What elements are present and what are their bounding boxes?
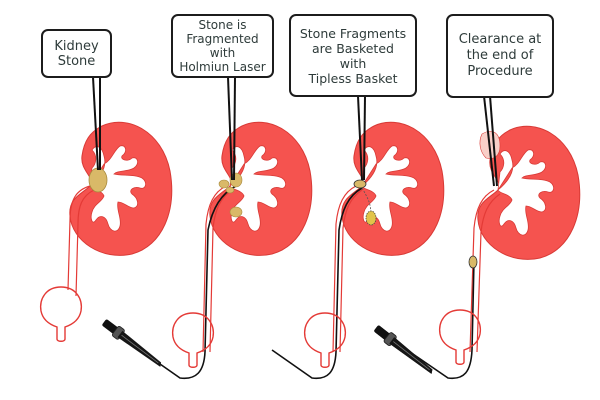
callout-clearance: Clearance at the end of Procedure: [446, 14, 554, 98]
stone-fragment: [229, 206, 243, 218]
extracted-stone: [468, 255, 478, 269]
basketed-fragment: [353, 179, 367, 189]
ureter: [67, 185, 95, 297]
bladder: [171, 312, 215, 368]
callout-text: Stone is Fragmented with Holmiun Laser: [179, 18, 266, 74]
ureteroscope: [371, 322, 437, 378]
callout-text: Stone Fragments are Basketed with Tiples…: [299, 25, 407, 86]
scope-cable: [139, 185, 237, 380]
kidney: [69, 121, 173, 256]
stage-3-illustration: [271, 95, 445, 380]
callout-text: Kidney Stone: [54, 38, 99, 69]
callout-pointer: [233, 76, 236, 181]
ureter: [332, 185, 363, 353]
callout-pointer: [483, 95, 495, 187]
basket: [365, 210, 377, 226]
callout-kidney-stone: Kidney Stone: [41, 29, 112, 78]
bladder: [39, 286, 83, 342]
callout-pointer: [489, 95, 498, 187]
scope-cable: [271, 187, 363, 380]
kidney: [341, 121, 445, 256]
stage-2-illustration: [99, 76, 313, 380]
bladder: [438, 309, 482, 365]
stone-fragment: [218, 179, 230, 189]
callout-pointer: [357, 95, 363, 181]
bladder: [303, 312, 347, 368]
stone-fragment: [225, 186, 235, 194]
callout-basketed: Stone Fragments are Basketed with Tiples…: [289, 14, 417, 97]
callout-text: Clearance at the end of Procedure: [458, 32, 542, 79]
callout-fragmented: Stone is Fragmented with Holmiun Laser: [171, 14, 274, 78]
callout-pointer: [227, 76, 233, 181]
stage-4-illustration: [371, 95, 581, 380]
ureteroscope: [99, 316, 166, 371]
callout-pointer: [363, 95, 366, 181]
scope-cable: [409, 259, 475, 380]
stone-fragment: [229, 172, 243, 188]
ureter: [469, 189, 501, 353]
callout-pointer: [92, 76, 99, 171]
kidney: [209, 121, 313, 256]
stage-1-illustration: [39, 76, 173, 342]
kidney-stone: [88, 167, 108, 193]
